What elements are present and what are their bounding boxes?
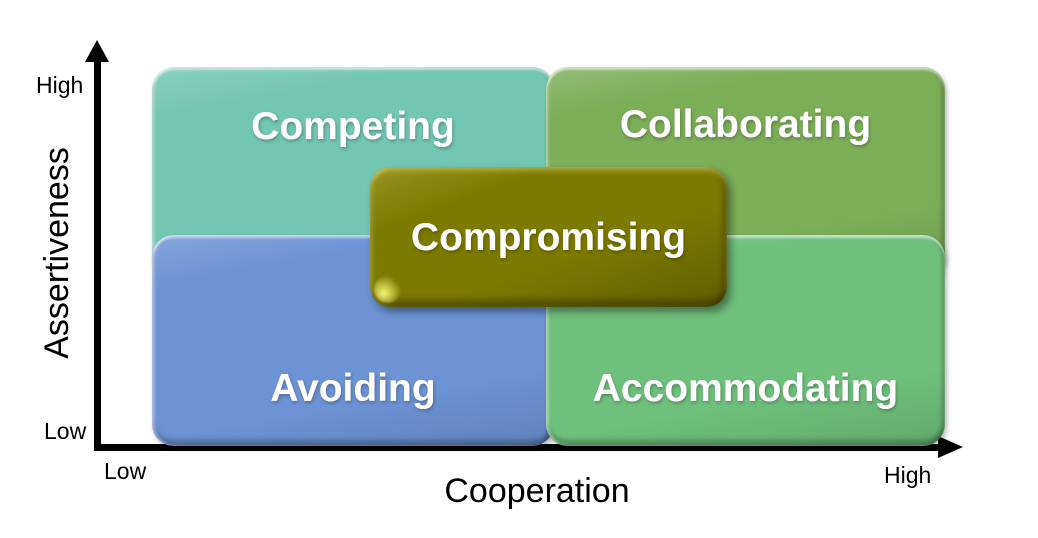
y-axis-high-label: High [36,72,84,98]
y-axis-arrowhead-icon [85,40,109,62]
x-axis-title: Cooperation [444,472,630,510]
y-axis-low-label: Low [44,418,87,444]
quadrant-accommodating-label: Accommodating [592,367,899,410]
x-axis-high-label: High [884,462,932,488]
center-compromising-label: Compromising [410,215,687,259]
y-axis-title: Assertiveness [38,147,76,359]
quadrant-avoiding: Avoiding [152,235,554,446]
y-axis-line [94,52,101,451]
quadrant-avoiding-label: Avoiding [270,367,436,410]
center-compromising-box: Compromising [370,167,727,307]
x-axis-low-label: Low [104,458,147,484]
x-axis-arrowhead-icon [938,436,963,458]
quadrant-collaborating-label: Collaborating [619,103,872,146]
quadrant-competing-label: Competing [251,105,455,148]
x-axis-line [94,444,940,451]
